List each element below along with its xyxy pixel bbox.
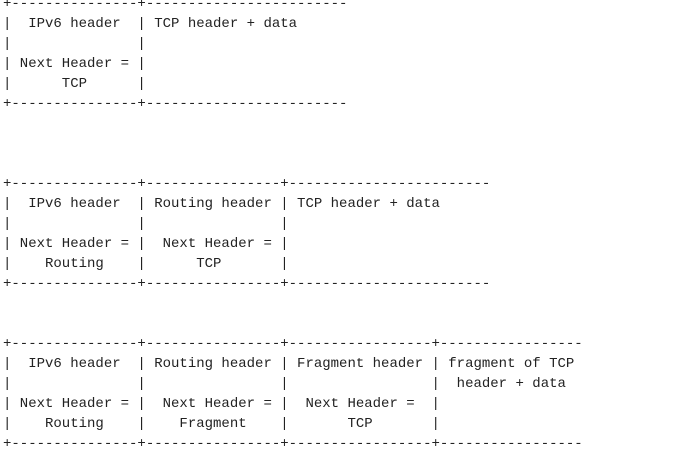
diagram-line: | | | | header + data <box>3 376 566 392</box>
diagram-line: | IPv6 header | TCP header + data <box>3 16 298 32</box>
diagram-line: | Routing | Fragment | TCP | <box>3 416 440 432</box>
diagram-line: | | <box>3 36 146 52</box>
diagram-line: +---------------+----------------+------… <box>3 436 583 452</box>
diagram-line: | Next Header = | Next Header = | Next H… <box>3 396 440 412</box>
diagram-line: | IPv6 header | Routing header | Fragmen… <box>3 356 575 372</box>
diagram-ipv6-routing-fragment-tcp: +---------------+----------------+------… <box>3 334 583 454</box>
ipv6-extension-header-diagrams: +---------------+-----------------------… <box>3 0 583 452</box>
diagram-line: +---------------+-----------------------… <box>3 96 348 112</box>
diagram-line: | Next Header = | Next Header = | <box>3 236 289 252</box>
diagram-line: | TCP | <box>3 76 146 92</box>
diagram-line: | IPv6 header | Routing header | TCP hea… <box>3 196 440 212</box>
diagram-line: +---------------+-----------------------… <box>3 0 348 12</box>
diagram-line: | Routing | TCP | <box>3 256 289 272</box>
diagram-line: +---------------+----------------+------… <box>3 276 491 292</box>
diagram-line: +---------------+----------------+------… <box>3 176 491 192</box>
diagram-line: +---------------+----------------+------… <box>3 336 583 352</box>
diagram-ipv6-tcp: +---------------+-----------------------… <box>3 0 347 114</box>
diagram-line: | Next Header = | <box>3 56 146 72</box>
diagram-line: | | | <box>3 216 289 232</box>
diagram-ipv6-routing-tcp: +---------------+----------------+------… <box>3 174 490 294</box>
